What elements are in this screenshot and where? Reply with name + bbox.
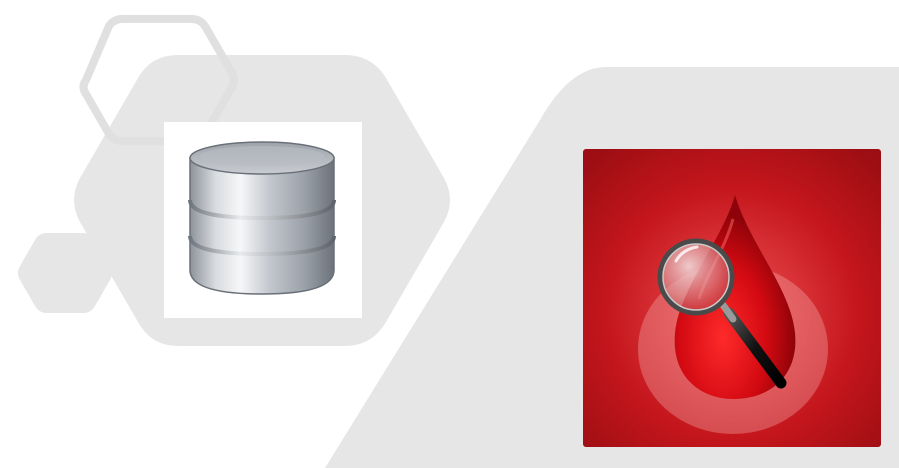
database-tile	[164, 122, 362, 318]
database-icon	[188, 141, 336, 295]
blood-search-tile	[583, 149, 881, 447]
small-hexagon-shape	[18, 233, 112, 313]
blood-drop-magnifier-icon	[583, 149, 881, 447]
